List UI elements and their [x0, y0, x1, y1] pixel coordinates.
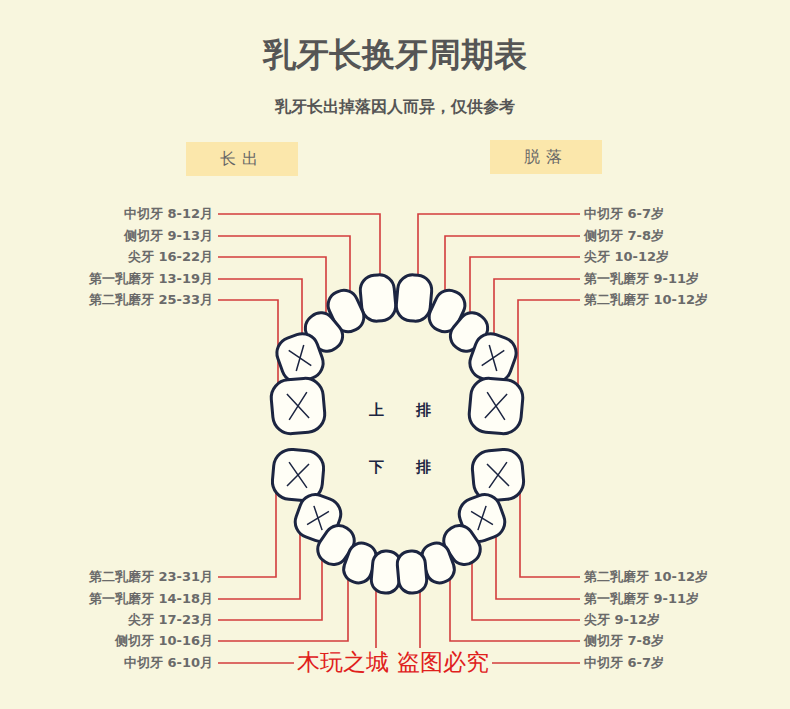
leader-line — [218, 518, 300, 599]
leader-line — [218, 475, 276, 577]
leader-line — [470, 257, 580, 330]
upper-second-molar — [468, 377, 525, 435]
molar-groove — [287, 462, 309, 488]
header-text: 脱落 — [524, 147, 568, 168]
tooth-timing: 侧切牙 7-8岁 — [584, 227, 664, 245]
chart-title: 乳牙长换牙周期表 — [0, 34, 790, 76]
tooth-timing: 第二乳磨牙 23-31月 — [89, 568, 213, 586]
tooth-timing: 中切牙 6-10月 — [124, 654, 213, 672]
molar-groove — [289, 345, 312, 371]
molar-groove — [482, 345, 505, 371]
upper-second-molar — [270, 377, 327, 435]
tooth-timing: 第二乳磨牙 10-12岁 — [584, 568, 708, 586]
leader-line — [472, 545, 580, 620]
tooth-timing: 中切牙 6-7岁 — [584, 654, 664, 672]
tooth-timing: 中切牙 8-12月 — [124, 205, 213, 223]
tooth-timing: 尖牙 16-22月 — [128, 248, 213, 266]
tooth-timing: 第一乳磨牙 13-19月 — [89, 270, 213, 288]
leader-line — [218, 300, 278, 405]
tooth-timing: 中切牙 6-7岁 — [584, 205, 664, 223]
molar-groove — [471, 506, 493, 530]
subtitle: 乳牙长出掉落因人而异，仅供参考 — [0, 96, 790, 118]
tooth-timing: 尖牙 17-23月 — [128, 611, 213, 629]
tooth-timing: 尖牙 10-12岁 — [584, 248, 669, 266]
tooth-timing: 第一乳磨牙 14-18月 — [89, 590, 213, 608]
header-box: 长出 — [186, 142, 298, 176]
molar-groove — [287, 392, 309, 420]
tooth-timing: 侧切牙 7-8岁 — [584, 632, 664, 650]
molar-groove — [485, 392, 507, 420]
header-text: 长出 — [220, 149, 264, 170]
molar-groove — [487, 462, 509, 488]
molar-groove — [307, 506, 329, 530]
watermark: 木玩之城 盗图必究 — [294, 648, 491, 676]
leader-line — [520, 475, 580, 577]
tooth-timing: 侧切牙 10-16月 — [115, 632, 213, 650]
leader-line — [450, 563, 580, 641]
arch-label: 下 排 — [340, 457, 460, 477]
tooth-timing: 第一乳磨牙 9-11岁 — [584, 590, 699, 608]
lower-central-incisor — [396, 550, 428, 594]
lower-second-molar — [471, 448, 525, 502]
leader-line — [445, 236, 580, 310]
tooth-timing: 侧切牙 9-13月 — [124, 227, 213, 245]
tooth-timing: 尖牙 9-12岁 — [584, 611, 660, 629]
tooth-timing: 第一乳磨牙 9-11岁 — [584, 270, 699, 288]
arch-label: 上 排 — [340, 400, 460, 420]
header-box: 脱落 — [490, 140, 602, 174]
tooth-timing: 第二乳磨牙 25-33月 — [89, 291, 213, 309]
leader-line — [496, 518, 580, 599]
leader-line — [218, 563, 348, 641]
leader-line — [518, 300, 580, 405]
leader-line — [218, 545, 322, 620]
upper-central-incisor — [395, 274, 433, 323]
tooth-timing: 第二乳磨牙 10-12岁 — [584, 291, 708, 309]
